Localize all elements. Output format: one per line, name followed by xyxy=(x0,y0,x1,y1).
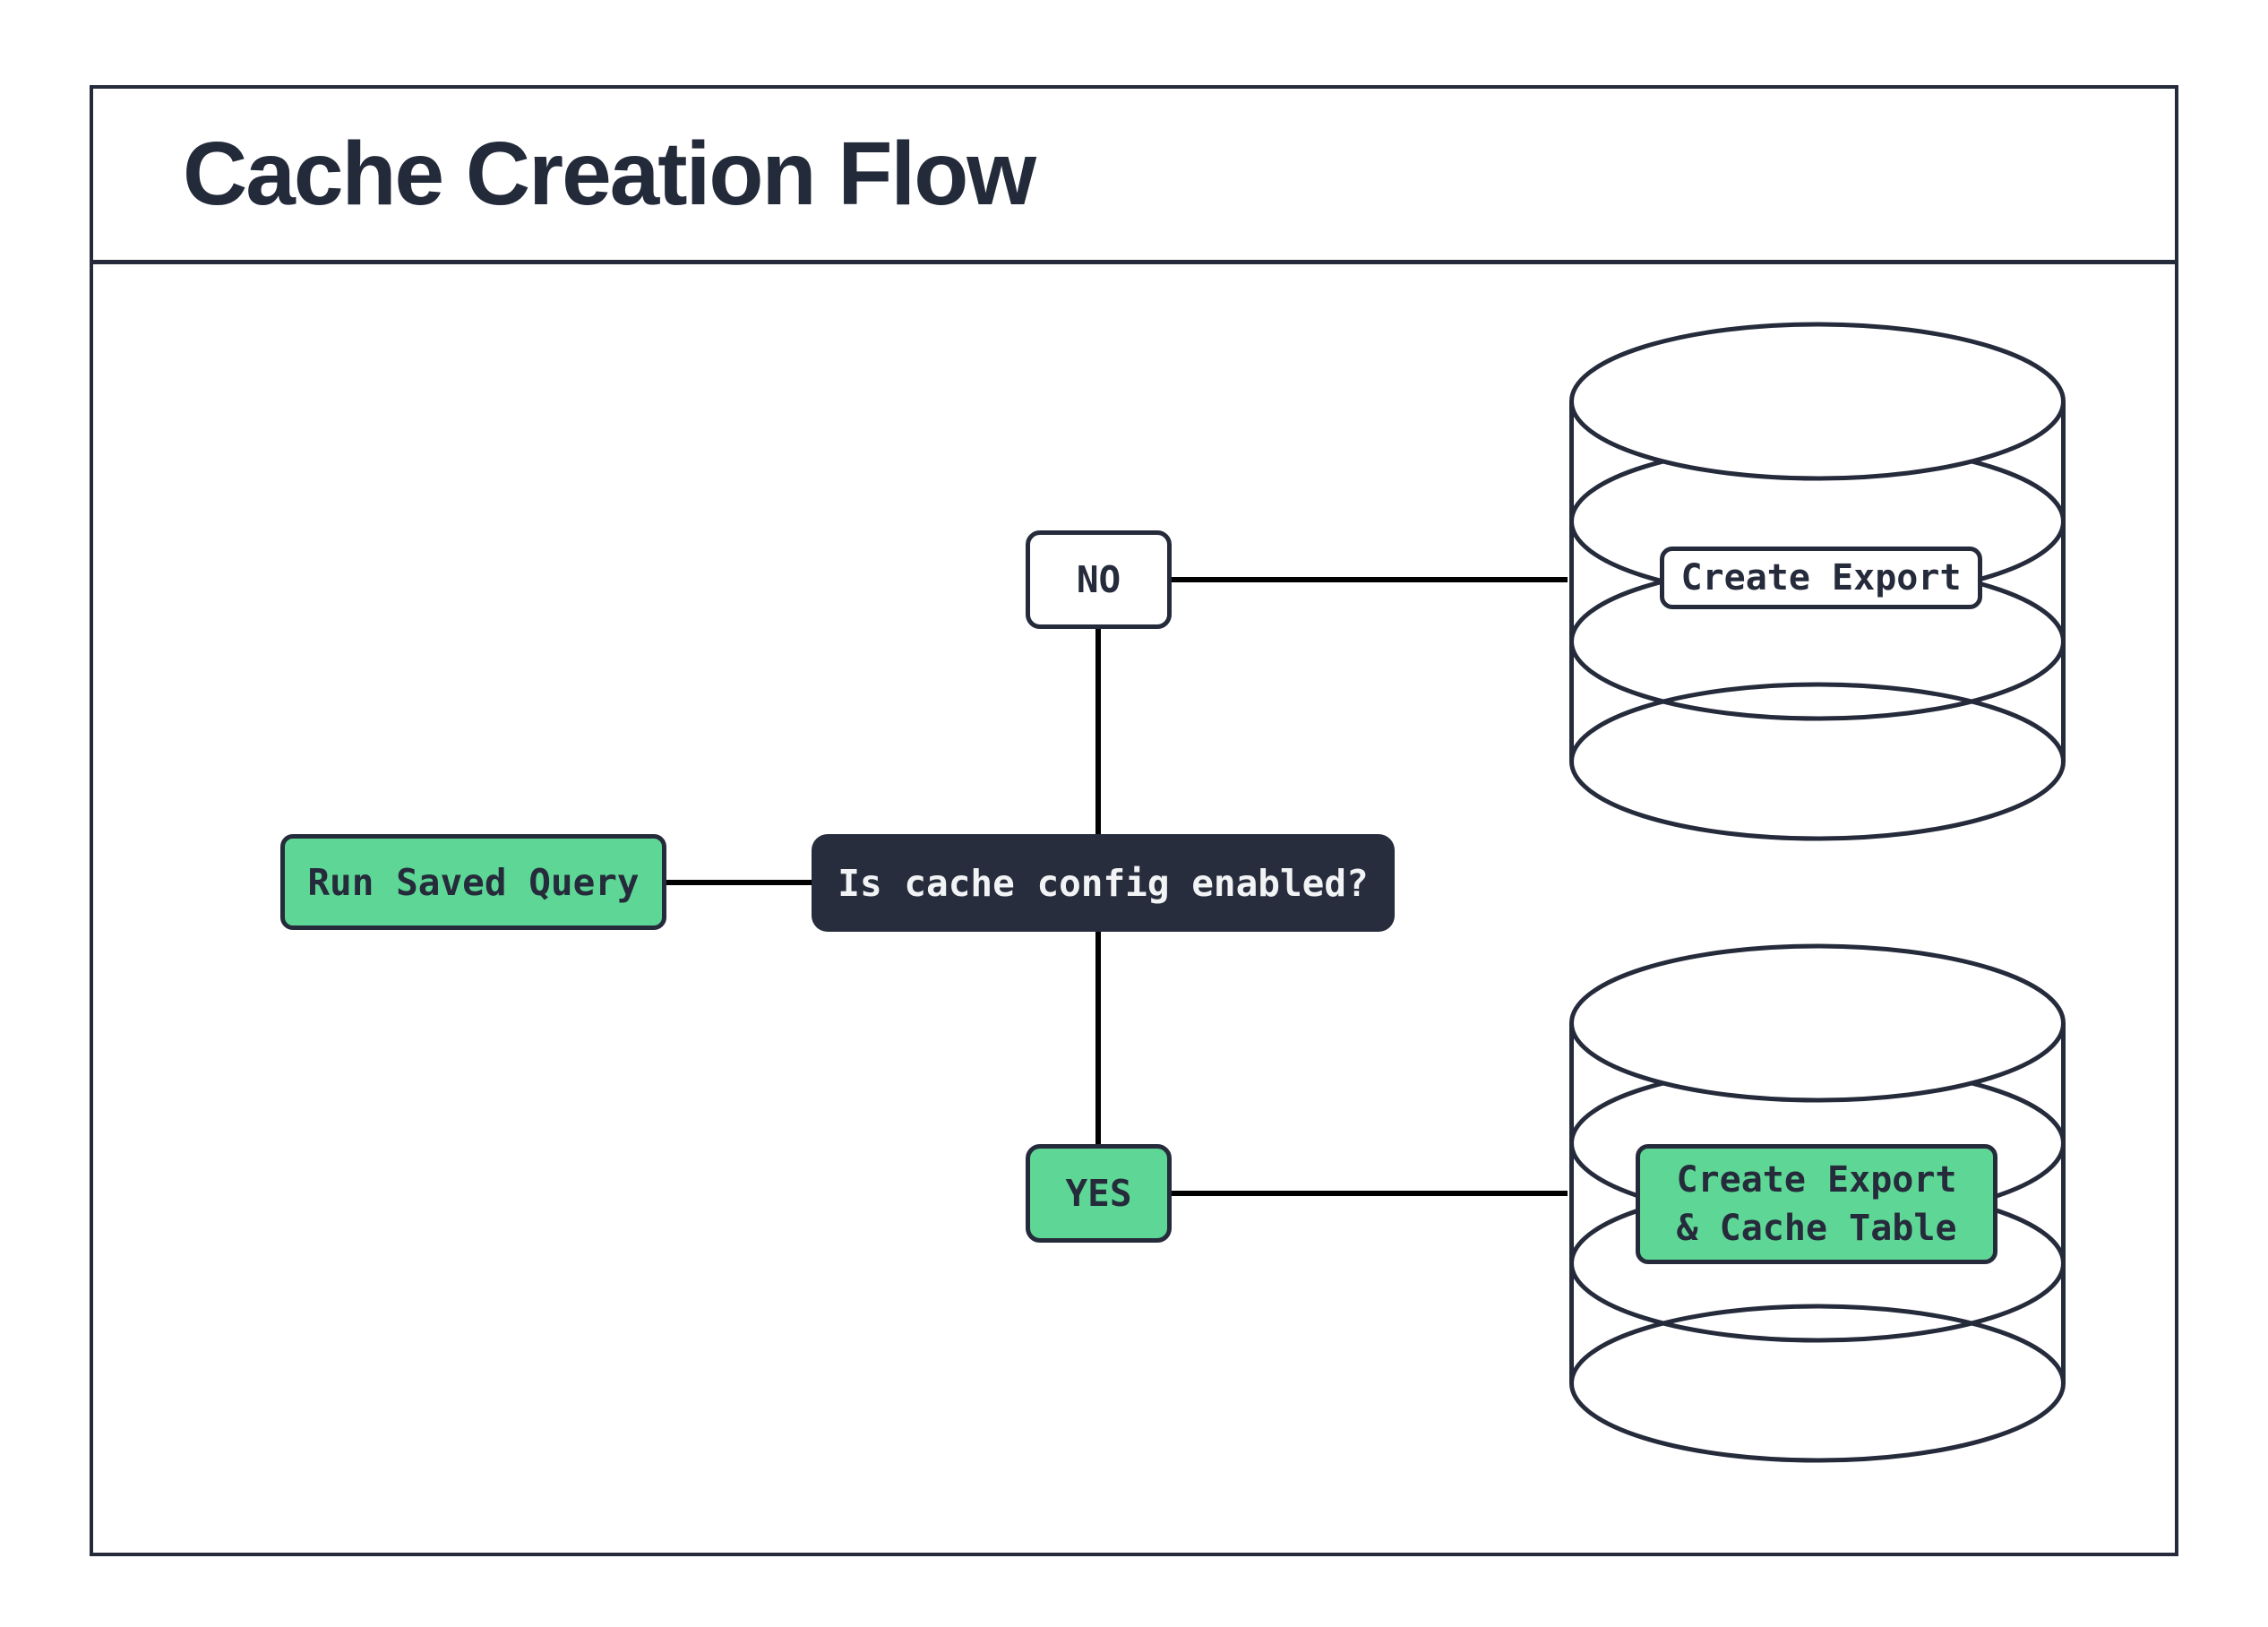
node-run-saved-query: Run Saved Query xyxy=(280,834,666,930)
node-decision-cache-config: Is cache config enabled? xyxy=(812,834,1395,932)
connector-yes-to-database xyxy=(1172,1191,1568,1196)
connector-no-to-database xyxy=(1172,577,1568,582)
diagram-header: Cache Creation Flow xyxy=(93,89,2175,264)
page-title: Cache Creation Flow xyxy=(183,124,1036,224)
label-create-export-cache-table: Create Export & Cache Table xyxy=(1636,1144,1997,1264)
connector-decision-to-yes xyxy=(1095,932,1101,1144)
connector-decision-to-no xyxy=(1095,629,1101,834)
database-icon xyxy=(1569,943,2066,1463)
connector-start-to-decision xyxy=(666,880,812,885)
node-no: NO xyxy=(1026,530,1172,629)
node-yes: YES xyxy=(1026,1144,1172,1243)
label-create-export: Create Export xyxy=(1660,547,1982,609)
